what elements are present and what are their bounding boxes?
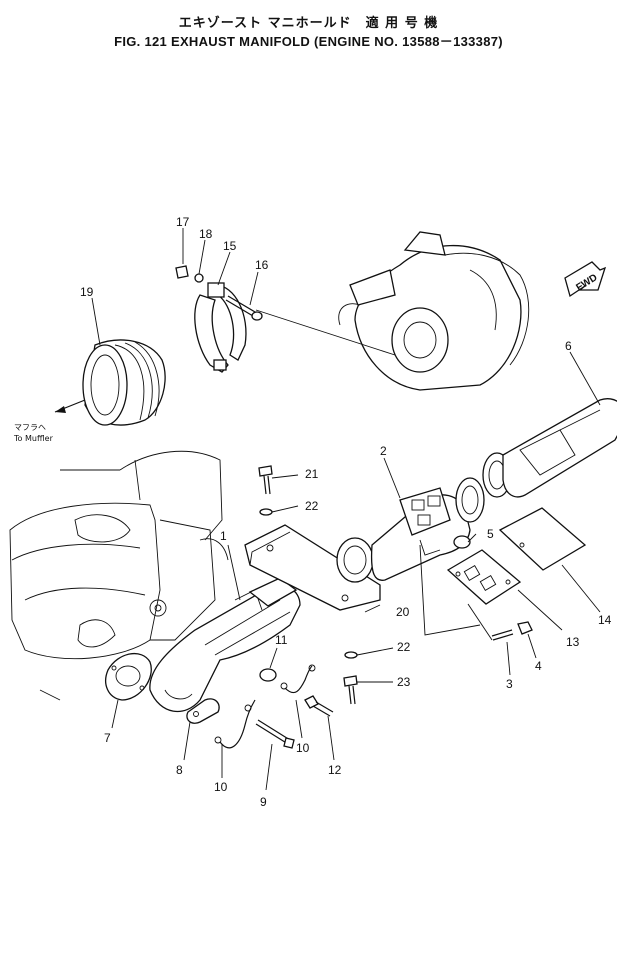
turbocharger [338,231,530,391]
figure-title: FIG. 121 EXHAUST MANIFOLD (ENGINE NO. 13… [114,34,503,49]
exhaust-manifold-part-1 [149,577,301,713]
wire-part-10-right [280,664,316,694]
callout-23: 23 [397,675,411,689]
figure-title-japanese: エキゾースト マニホールド 適 用 号 機 [178,16,439,31]
forward-arrow-icon: FWD [564,261,607,298]
callout-19: 19 [80,285,94,299]
callout-16: 16 [255,258,269,272]
callout-22-lower: 22 [397,640,411,654]
to-muffler-note-jp: マフラヘ [14,423,46,432]
callout-6: 6 [565,339,572,353]
leader-lines [419,544,493,641]
callout-22-upper: 22 [305,499,319,513]
callout-14: 14 [598,613,612,627]
washer-part-22-lower [344,651,358,659]
callout-8: 8 [176,763,183,777]
stud-part-9 [255,719,295,749]
callout-5: 5 [487,527,494,541]
callout-20: 20 [396,605,410,619]
callout-1: 1 [220,529,227,543]
callout-15: 15 [223,239,237,253]
engine-block [9,450,229,701]
coupling-part-19 [82,339,166,426]
exhaust-elbow-part-2 [336,477,485,583]
stud-part-3 [491,629,514,641]
callout-9: 9 [260,795,267,809]
bracket-part-20 [244,524,381,611]
bolt-part-16 [225,295,263,321]
gasket-part-7 [105,652,152,701]
to-muffler-note: To Muffler [13,434,54,443]
spacer-part-11 [259,668,277,682]
callout-10-right: 10 [296,741,310,755]
callout-leaders [91,228,601,791]
callout-4: 4 [535,659,542,673]
callout-21: 21 [305,467,319,481]
washer-part-22-upper [259,508,273,516]
callout-7: 7 [104,731,111,745]
bolt-part-12 [304,695,334,717]
wire-part-10-left [214,699,256,749]
bolt-part-23 [343,675,358,705]
clamp-part-15 [194,282,247,373]
callout-11: 11 [275,633,288,647]
callout-2: 2 [380,444,387,458]
clamp-leader-line [255,309,396,356]
to-muffler-arrow-icon [54,399,86,413]
gasket-part-5 [453,535,471,549]
nut-part-4 [517,621,533,635]
callout-3: 3 [506,677,513,691]
exhaust-pipe-part-6 [482,398,617,498]
washer-part-18 [194,273,204,283]
cover-plate-part-14 [498,507,587,571]
clamp-part-8 [186,698,220,724]
callout-17: 17 [176,215,190,229]
bolt-part-21 [258,465,273,495]
callout-12: 12 [328,763,342,777]
callout-18: 18 [199,227,213,241]
callout-10-left: 10 [214,780,228,794]
callout-13: 13 [566,635,580,649]
gasket-part-13 [446,549,522,605]
nut-part-17 [175,265,189,279]
